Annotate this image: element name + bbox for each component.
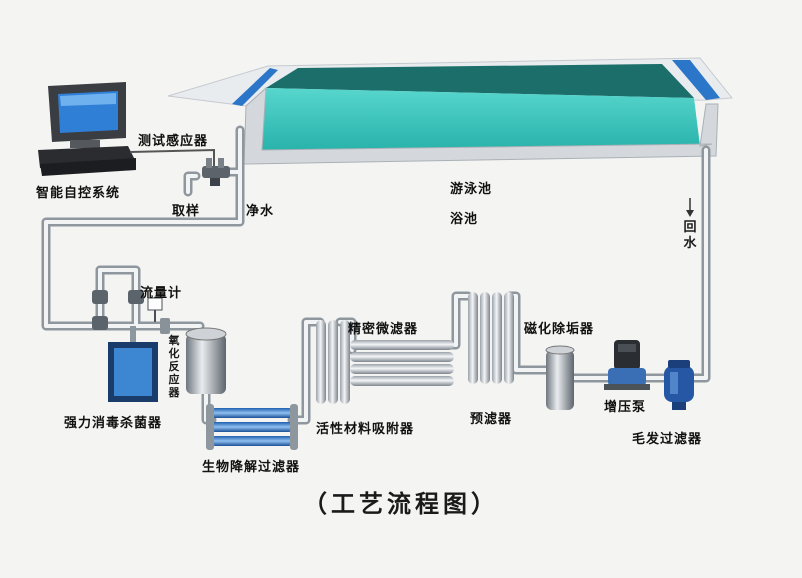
magnetic-descaler-label: 磁化除垢器 [524,322,595,337]
prefilter-unit [468,292,514,384]
pool-water-front [262,88,700,150]
pool-basin-wall [243,86,719,165]
bio-filter-label: 生物降解过滤器 [202,460,301,475]
bio-filter-unit [206,404,298,450]
magnetic-descaler-tank [545,345,575,410]
fine-filter-unit [350,340,454,386]
pool-edge-right [672,60,720,100]
sensor-unit [202,158,230,186]
sampling-label: 取样 [172,204,201,219]
carbon-adsorber-label: 活性材料吸附器 [316,422,415,437]
valve-icon [92,290,170,334]
return-water-label: 回水 [683,220,697,251]
swimming-pool [167,57,733,165]
flowmeter-icon [147,297,163,322]
pump-icon [604,340,650,390]
pool-edge-left [232,68,278,106]
pool-water-surface [266,64,694,98]
bath-label: 浴池 [450,212,479,227]
ozone-reactor-label: 氧化反应器 [168,334,180,399]
ozone-reactor-tank [185,327,227,394]
control-cable [129,148,215,168]
sterilizer-unit [108,326,158,402]
fine-filter-label: 精密微滤器 [348,322,419,337]
return-arrow-icon [686,198,694,217]
sterilizer-label: 强力消毒杀菌器 [64,416,163,431]
clean-water-label: 净水 [246,204,275,219]
prefilter-label: 预滤器 [470,412,513,427]
control-system-label: 智能自控系统 [36,186,121,201]
pool-label: 游泳池 [450,182,493,197]
sensor-label: 测试感应器 [138,134,209,149]
hair-filter-unit [664,360,694,410]
carbon-adsorber-unit [316,320,350,404]
flowmeter-label: 流量计 [140,286,183,301]
computer-icon [38,82,136,176]
hair-filter-label: 毛发过滤器 [632,432,703,447]
booster-pump-label: 增压泵 [604,400,647,415]
diagram-caption: （工艺流程图） [303,489,499,518]
